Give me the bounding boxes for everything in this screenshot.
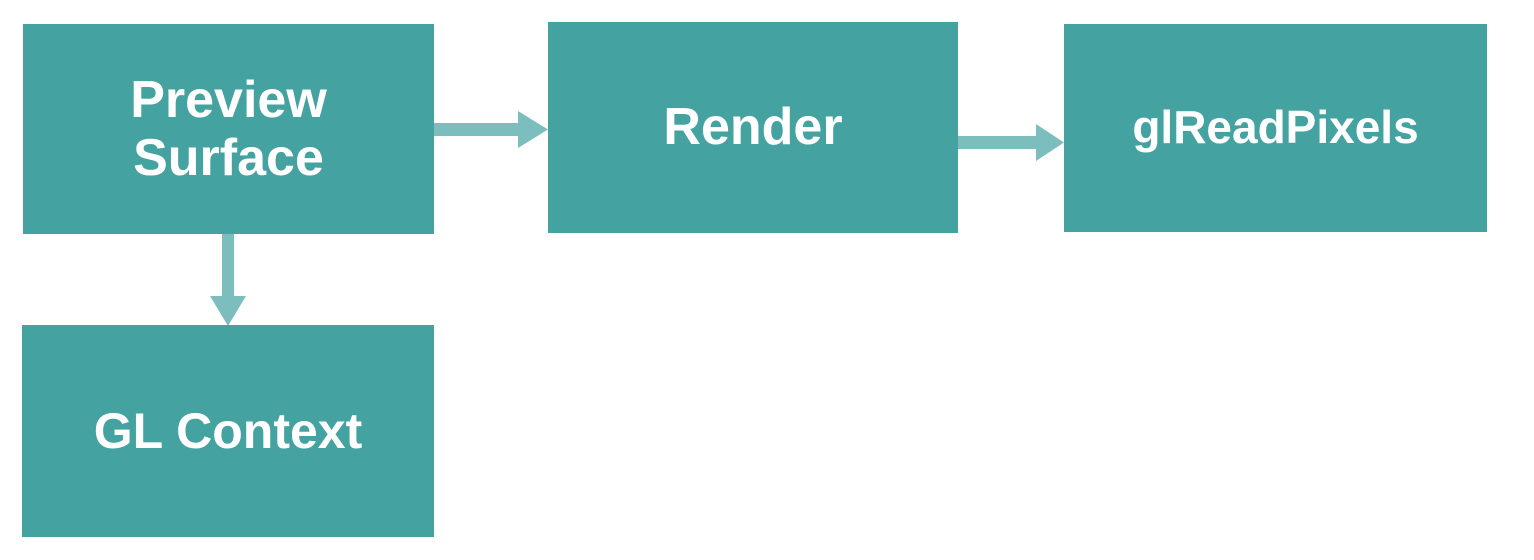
node-preview-surface-label: Preview Surface [130,70,327,187]
node-render[interactable]: Render [548,22,958,233]
node-glreadpixels[interactable]: glReadPixels [1064,24,1487,232]
node-gl-context[interactable]: GL Context [22,325,434,537]
node-preview-surface[interactable]: Preview Surface [23,24,434,234]
node-render-label: Render [663,98,843,157]
arrow-right-icon [434,111,548,148]
edge-preview-surface-to-gl-context [204,234,252,327]
arrow-down-icon [210,234,246,326]
edge-preview-surface-to-render [434,106,550,154]
arrow-right-icon [958,124,1064,161]
node-gl-context-label: GL Context [93,403,363,459]
edge-render-to-glreadpixels [958,119,1066,167]
node-glreadpixels-label: glReadPixels [1132,101,1419,154]
